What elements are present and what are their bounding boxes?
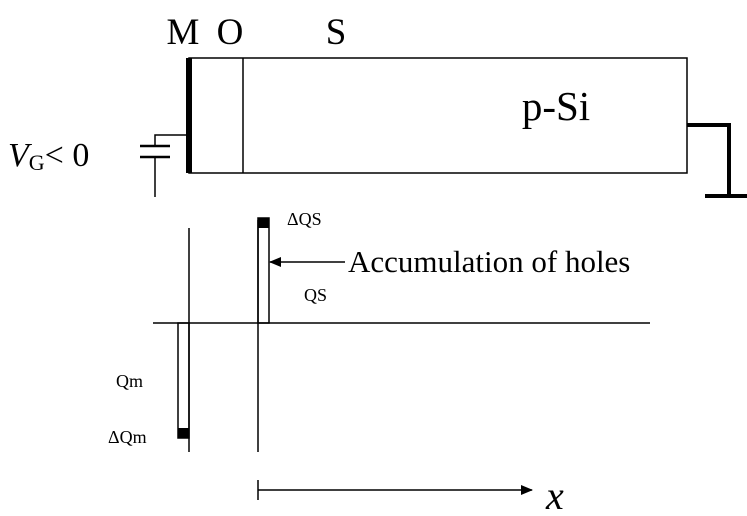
gate-voltage-subscript: G xyxy=(29,150,45,175)
qm-label: Qm xyxy=(116,371,143,391)
surface-charge-bar xyxy=(257,217,270,324)
delta-qs-label: ΔQS xyxy=(287,209,322,229)
delta-qm-label: ΔQm xyxy=(108,427,147,447)
gate-voltage-relation: < 0 xyxy=(45,137,90,174)
gate-wire xyxy=(154,134,189,146)
ground-wire xyxy=(687,123,731,196)
accumulation-annotation: Accumulation of holes xyxy=(348,244,630,279)
substrate-label: p-Si xyxy=(522,83,590,129)
semiconductor-label: S xyxy=(326,12,347,53)
surface-charge-increment xyxy=(258,218,269,228)
metal-label: M xyxy=(167,12,200,53)
gate-charge-bar xyxy=(177,322,190,439)
oxide-label: O xyxy=(217,12,244,53)
gate-charge-increment xyxy=(178,428,189,438)
position-axis-label: x xyxy=(545,473,564,516)
gate-voltage-label: VG< 0 xyxy=(8,137,89,175)
qs-label: QS xyxy=(304,285,327,305)
mos-body-outline xyxy=(188,57,688,174)
